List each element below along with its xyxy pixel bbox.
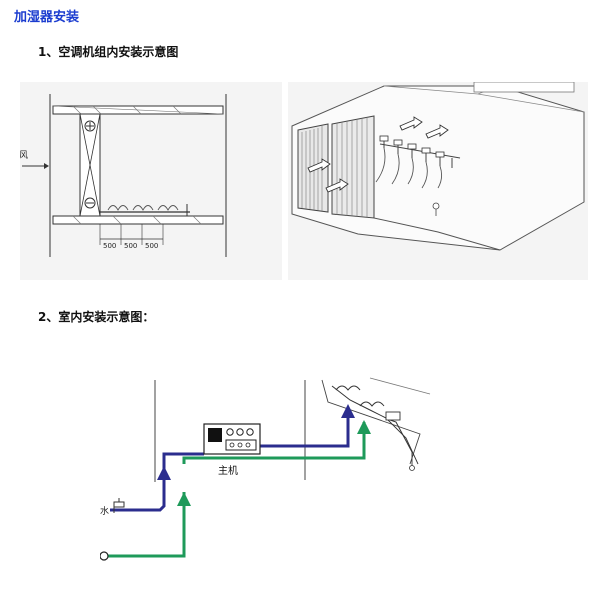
drain-outlet (432, 202, 440, 210)
dial-icon (236, 428, 244, 436)
humidifier-main-unit (203, 423, 261, 455)
airflow-arrow-icon (425, 124, 449, 139)
airflow-arrow-icon (399, 116, 423, 131)
airflow-arrow-icon (325, 178, 349, 193)
water-inlet-fitting-icon (100, 551, 109, 561)
water-flow-arrow-icon (177, 492, 191, 506)
water-feed-pipe (182, 422, 366, 464)
duct-section-drawing: 进风 500 500 500 (20, 94, 227, 257)
dimension-label: 500 (145, 242, 158, 250)
heating-coil (331, 115, 375, 219)
dimension-label: 500 (124, 242, 137, 250)
dial-icon (226, 428, 234, 436)
minus-icon (84, 197, 96, 209)
steam-nozzle (157, 205, 179, 211)
air-handler-perspective-view (288, 82, 588, 280)
water-inlet-pipe (104, 492, 186, 558)
room-installation-drawing: 水 主机 (100, 377, 431, 561)
main-unit-label: 主机 (218, 464, 238, 477)
page-title: 加湿器安装 (14, 10, 80, 25)
airflow-arrow-icon (307, 158, 331, 173)
dimension-label: 500 (103, 242, 116, 250)
plus-icon (84, 120, 96, 132)
steam-nozzle (132, 205, 154, 211)
steam-distribution-tubes (375, 135, 461, 189)
dial-icon (246, 428, 254, 436)
faucet-icon (113, 498, 125, 513)
room-installation-diagram: 水 主机 (100, 374, 432, 610)
steam-supply-pipe (110, 452, 204, 512)
duct-section-diagram: 进风 500 500 500 (20, 82, 282, 280)
water-flow-arrow-icon (357, 420, 371, 434)
airflow-label: 进风 (20, 150, 28, 161)
water-label: 水 (100, 505, 109, 517)
ceiling-outline (321, 379, 421, 465)
steam-nozzle (107, 205, 129, 211)
air-handler-drawing (291, 82, 585, 251)
section-heading-2: 2、室内安装示意图： (38, 310, 155, 324)
steam-flow-arrow-icon (157, 466, 171, 480)
steam-output-pipe (260, 414, 350, 448)
steam-distributor (331, 385, 419, 471)
section-heading-1: 1、空调机组内安装示意图 (38, 45, 179, 59)
control-display (208, 428, 222, 442)
duct-bottom-wall (52, 215, 224, 225)
steam-flow-arrow-icon (341, 404, 355, 418)
